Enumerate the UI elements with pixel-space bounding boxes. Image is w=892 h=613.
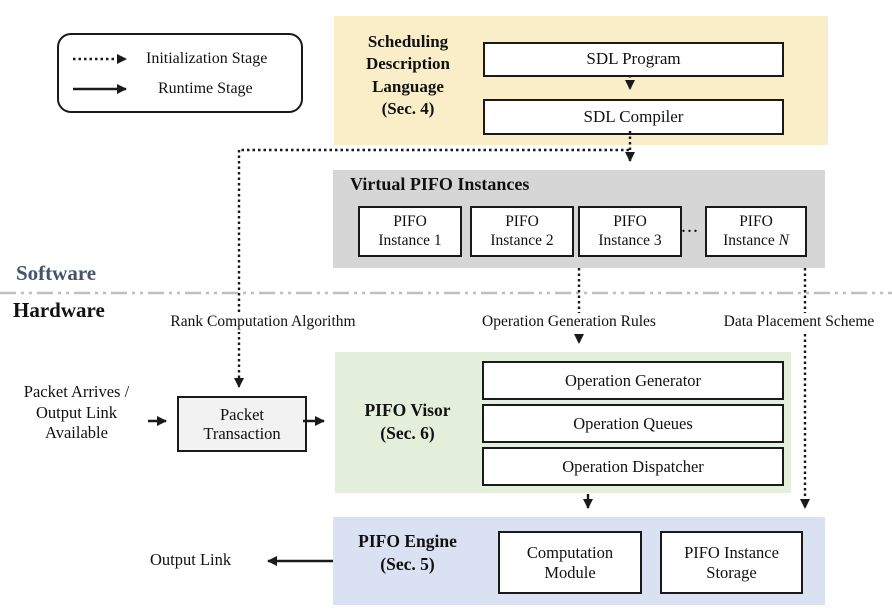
pifo-instance-n-line1: PIFO xyxy=(739,213,773,231)
computation-module-box: Computation Module xyxy=(498,531,642,594)
rank-computation-label: Rank Computation Algorithm xyxy=(152,313,374,332)
operation-queues-box: Operation Queues xyxy=(482,404,784,443)
operation-dispatcher-box: Operation Dispatcher xyxy=(482,447,784,486)
packet-transaction-box: Packet Transaction xyxy=(177,396,307,452)
instances-ellipsis: ... xyxy=(681,215,699,237)
software-layer-label: Software xyxy=(16,261,97,285)
legend-initialization-label: Initialization Stage xyxy=(146,50,268,67)
sdl-program-box: SDL Program xyxy=(483,42,784,77)
operation-rules-label: Operation Generation Rules xyxy=(468,313,670,332)
pifo-instance-1-box: PIFO Instance 1 xyxy=(358,206,462,257)
operation-generator-box: Operation Generator xyxy=(482,361,784,400)
pifo-instance-3-box: PIFO Instance 3 xyxy=(578,206,682,257)
pifo-engine-title: PIFO Engine (Sec. 5) xyxy=(358,531,457,575)
legend-box xyxy=(57,33,303,113)
legend-runtime-label: Runtime Stage xyxy=(158,80,253,97)
packet-input-label: Packet Arrives / Output Link Available xyxy=(23,382,130,443)
output-link-label: Output Link xyxy=(150,550,232,569)
virtual-pifo-title: Virtual PIFO Instances xyxy=(350,174,530,194)
pifo-instance-n-prefix: Instance xyxy=(723,231,775,249)
data-placement-label: Data Placement Scheme xyxy=(706,313,892,332)
sdl-region-title: Scheduling Description Language (Sec. 4) xyxy=(365,32,451,119)
pifo-instance-n-variable: N xyxy=(778,231,789,249)
pifo-instance-2-box: PIFO Instance 2 xyxy=(470,206,574,257)
sdl-compiler-box: SDL Compiler xyxy=(483,99,784,135)
pifo-instance-storage-box: PIFO Instance Storage xyxy=(660,531,803,594)
hardware-layer-label: Hardware xyxy=(13,298,105,322)
pifo-instance-n-box: PIFO Instance N xyxy=(705,206,807,257)
pifo-visor-title: PIFO Visor (Sec. 6) xyxy=(364,400,451,444)
